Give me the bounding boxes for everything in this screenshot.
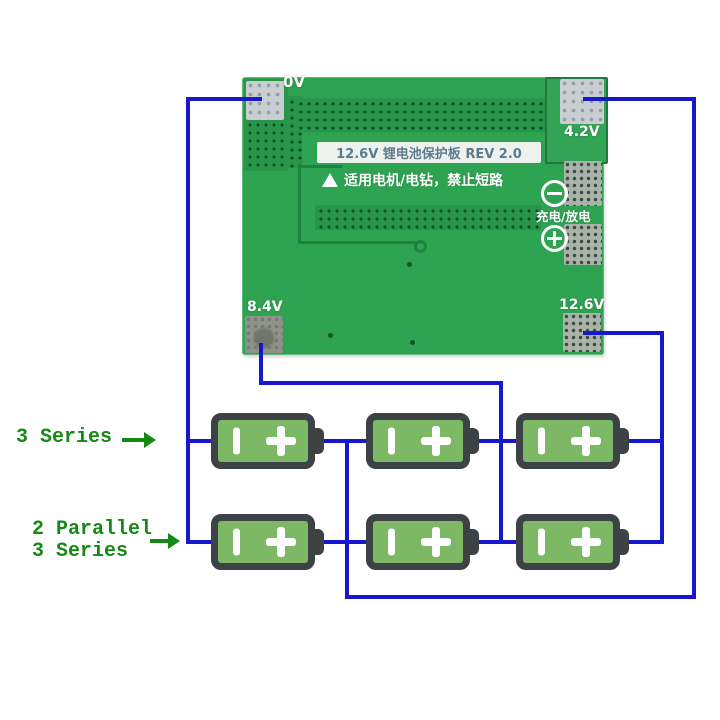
parallel-arrow	[150, 539, 168, 543]
charge-discharge-label: 充电/放电	[536, 209, 591, 224]
series-arrow-tip	[144, 432, 156, 448]
series-annotation: 3 Series	[16, 426, 113, 449]
battery-cell	[516, 413, 629, 469]
wire-cell1-junction-v	[345, 439, 349, 599]
warning-triangle-icon	[322, 173, 338, 187]
wire-parallel-link	[345, 595, 696, 599]
via-dot	[407, 262, 412, 267]
cell1-tap-label: 4.2V	[564, 124, 600, 140]
minus-circle-icon	[541, 180, 568, 207]
battery-positive-nub	[616, 529, 629, 555]
pad-pack-negative	[246, 81, 284, 120]
via-dot	[328, 333, 333, 338]
positive-terminal-icon	[421, 527, 451, 557]
battery-cell	[366, 514, 479, 570]
wire-pack-positive-h	[583, 331, 664, 335]
wire-cell2-tap-h	[259, 381, 503, 385]
bms-board: 0V 4.2V 8.4V 12.6V 12.6V 锂电池保护板 REV 2.0 …	[242, 73, 608, 355]
wire-pack-negative-h	[186, 97, 262, 101]
battery-cell	[211, 514, 324, 570]
pcb-trace	[298, 165, 301, 243]
battery-cell	[211, 413, 324, 469]
board-warning: 适用电机/电钻，禁止短路	[322, 169, 562, 191]
parallel-arrow-tip	[168, 533, 180, 549]
negative-terminal-icon	[233, 427, 240, 455]
parallel-annotation-line2: 3 Series	[32, 540, 129, 563]
battery-positive-nub	[616, 428, 629, 454]
pad-discharge	[564, 161, 602, 206]
top-hole-strip	[295, 98, 545, 132]
pack-positive-label: 12.6V	[559, 297, 605, 313]
wire-cell2-junction-v	[499, 381, 503, 544]
wire-cell1-tap-h	[583, 97, 696, 101]
negative-terminal-icon	[538, 528, 545, 556]
negative-terminal-icon	[388, 528, 395, 556]
negative-terminal-icon	[388, 427, 395, 455]
pcb-trace-pad	[414, 240, 427, 253]
battery-positive-nub	[466, 428, 479, 454]
positive-terminal-icon	[266, 426, 296, 456]
wire-pack-positive-v	[660, 331, 664, 544]
parallel-annotation-line1: 2 Parallel	[32, 518, 153, 541]
pcb-trace	[298, 241, 418, 244]
positive-terminal-icon	[421, 426, 451, 456]
board-warning-text: 适用电机/电钻，禁止短路	[344, 173, 504, 189]
pad-cell1-tap	[560, 79, 604, 124]
wire-right-bus	[692, 97, 696, 599]
pad-charge	[564, 224, 602, 265]
pcb-trace	[298, 165, 343, 168]
positive-terminal-icon	[266, 527, 296, 557]
pad-pack-positive	[563, 313, 601, 352]
battery-cell	[366, 413, 479, 469]
negative-terminal-icon	[538, 427, 545, 455]
battery-positive-nub	[311, 428, 324, 454]
board-title: 12.6V 锂电池保护板 REV 2.0	[336, 147, 522, 162]
battery-positive-nub	[311, 529, 324, 555]
wire-cell2-tap-drop	[259, 343, 263, 385]
pad-cell2-tap	[245, 316, 283, 353]
wire-left-bus	[186, 97, 190, 544]
middle-hole-strip	[315, 205, 541, 230]
negative-terminal-icon	[233, 528, 240, 556]
via-dot	[410, 340, 415, 345]
pack-negative-label: 0V	[283, 73, 306, 91]
board-title-strip: 12.6V 锂电池保护板 REV 2.0	[317, 142, 541, 163]
cell2-tap-label: 8.4V	[247, 299, 283, 315]
positive-terminal-icon	[571, 527, 601, 557]
plus-circle-icon	[541, 225, 568, 252]
battery-cell	[516, 514, 629, 570]
positive-terminal-icon	[571, 426, 601, 456]
series-arrow	[122, 438, 144, 442]
battery-positive-nub	[466, 529, 479, 555]
